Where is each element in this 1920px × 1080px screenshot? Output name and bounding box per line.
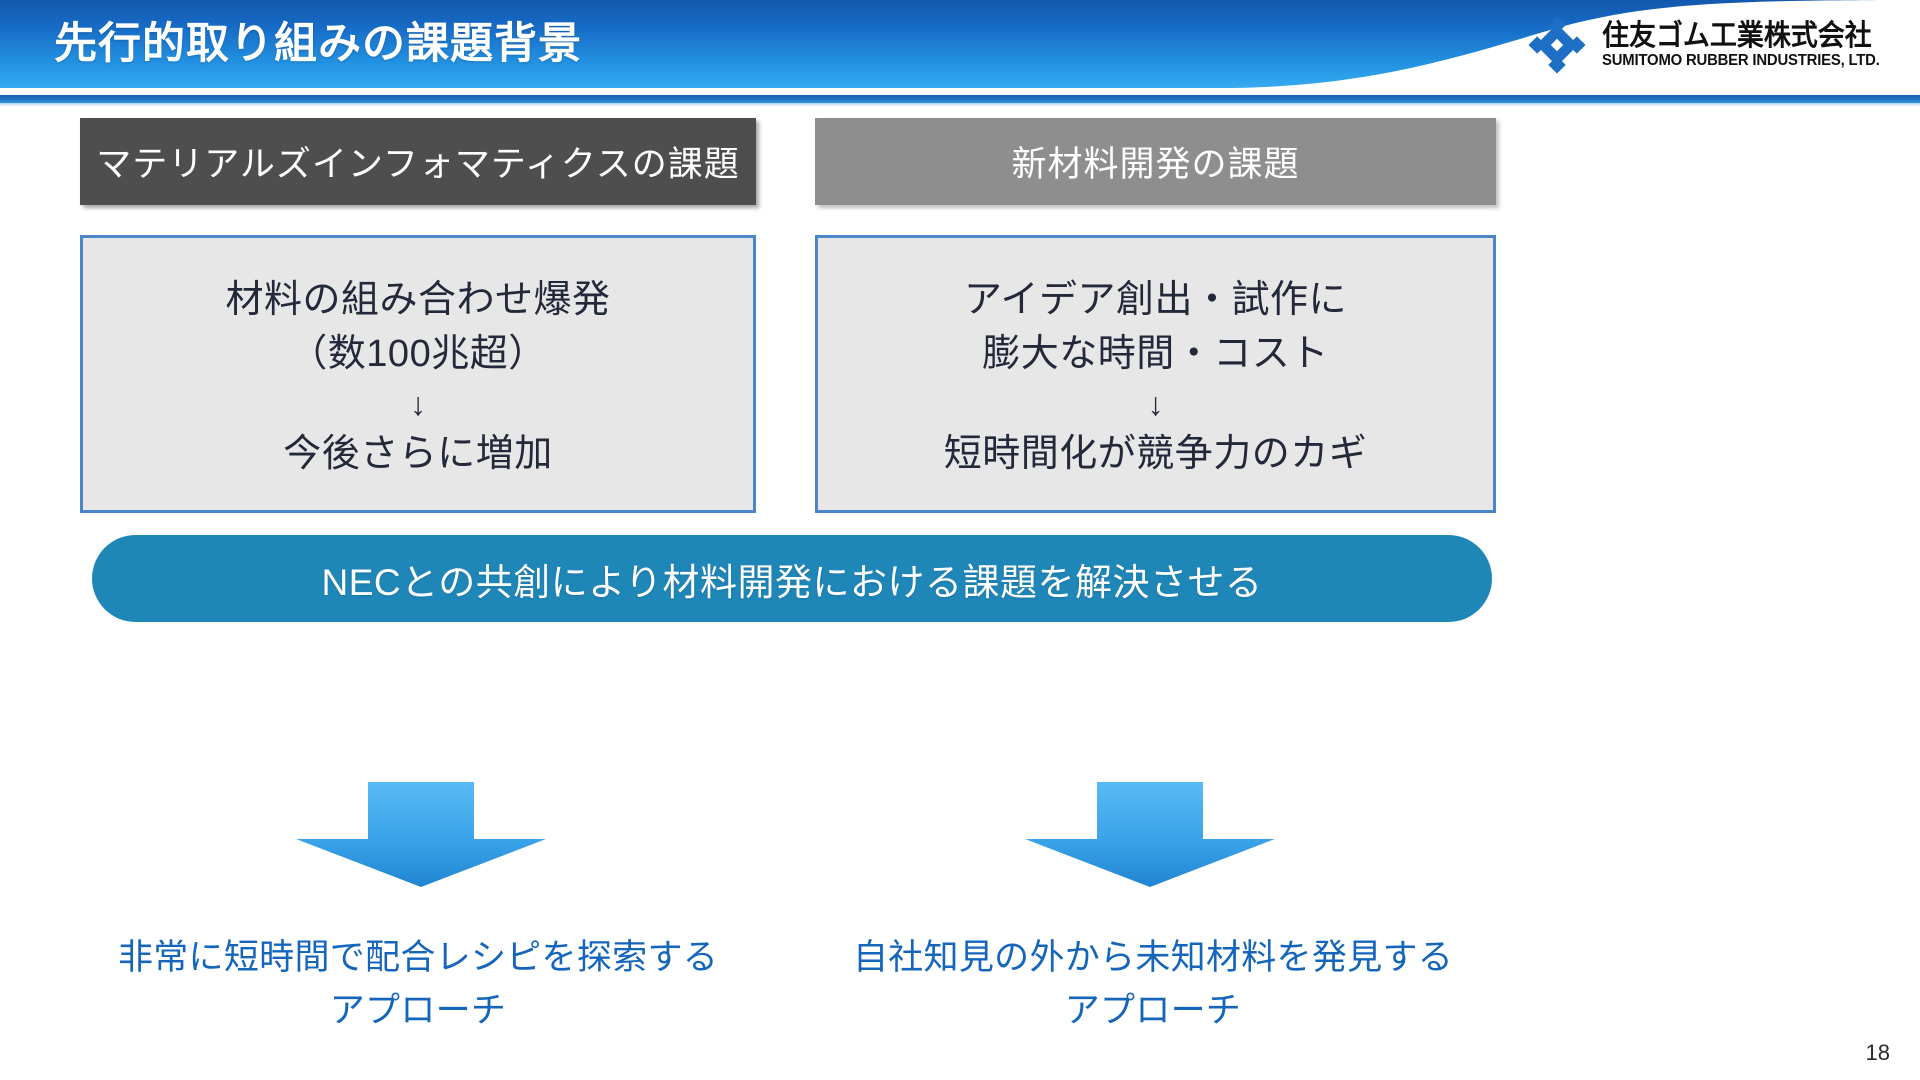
sumitomo-diamond-icon: [1528, 16, 1586, 74]
solution-banner: NECとの共創により材料開発における課題を解決させる: [92, 535, 1492, 622]
content-line: アイデア創出・試作に: [963, 279, 1348, 321]
content-line: 材料の組み合わせ爆発: [225, 279, 611, 321]
header-accent-rule: [0, 95, 1920, 103]
logo-company-en: SUMITOMO RUBBER INDUSTRIES, LTD.: [1601, 52, 1880, 69]
outcome-caption-line2: アプローチ: [1064, 991, 1242, 1030]
page-number: 18: [1865, 1040, 1890, 1065]
outcome-caption-line2: アプローチ: [329, 991, 507, 1030]
down-glyph: ↓: [1147, 386, 1164, 422]
column-heading-new-material-development: 新材料開発の課題: [815, 118, 1496, 205]
logo-company-jp: 住友ゴム工業株式会社: [1601, 20, 1872, 52]
outcome-caption-line1: 非常に短時間で配合レシピを探索する: [117, 938, 719, 977]
down-glyph: ↓: [410, 386, 426, 422]
page-title: 先行的取り組みの課題背景: [54, 20, 582, 68]
header-accent-rule-shadow: [0, 103, 1920, 107]
content-box-left: 材料の組み合わせ爆発 （数100兆超） ↓ 今後さらに増加: [80, 235, 756, 513]
content-result: 今後さらに増加: [283, 433, 553, 475]
content-box-right: アイデア創出・試作に 膨大な時間・コスト ↓ 短時間化が競争力のカギ: [815, 235, 1496, 513]
down-arrow-icon-right: [1025, 782, 1275, 887]
down-arrow-icon-left: [296, 782, 546, 887]
logo-text-block: 住友ゴム工業株式会社 SUMITOMO RUBBER INDUSTRIES, L…: [1602, 20, 1892, 70]
content-line: 膨大な時間・コスト: [982, 333, 1329, 375]
solution-banner-text: NECとの共創により材料開発における課題を解決させる: [321, 561, 1263, 603]
company-logo: 住友ゴム工業株式会社 SUMITOMO RUBBER INDUSTRIES, L…: [1526, 14, 1892, 76]
content-result: 短時間化が競争力のカギ: [943, 433, 1368, 475]
outcome-caption-line1: 自社知見の外から未知材料を発見する: [852, 938, 1454, 977]
column-heading-materials-informatics: マテリアルズインフォマティクスの課題: [80, 118, 756, 205]
outcome-caption-right: 自社知見の外から未知材料を発見する アプローチ: [815, 931, 1491, 1037]
content-line: （数100兆超）: [289, 333, 547, 375]
outcome-caption-left: 非常に短時間で配合レシピを探索する アプローチ: [80, 931, 756, 1037]
